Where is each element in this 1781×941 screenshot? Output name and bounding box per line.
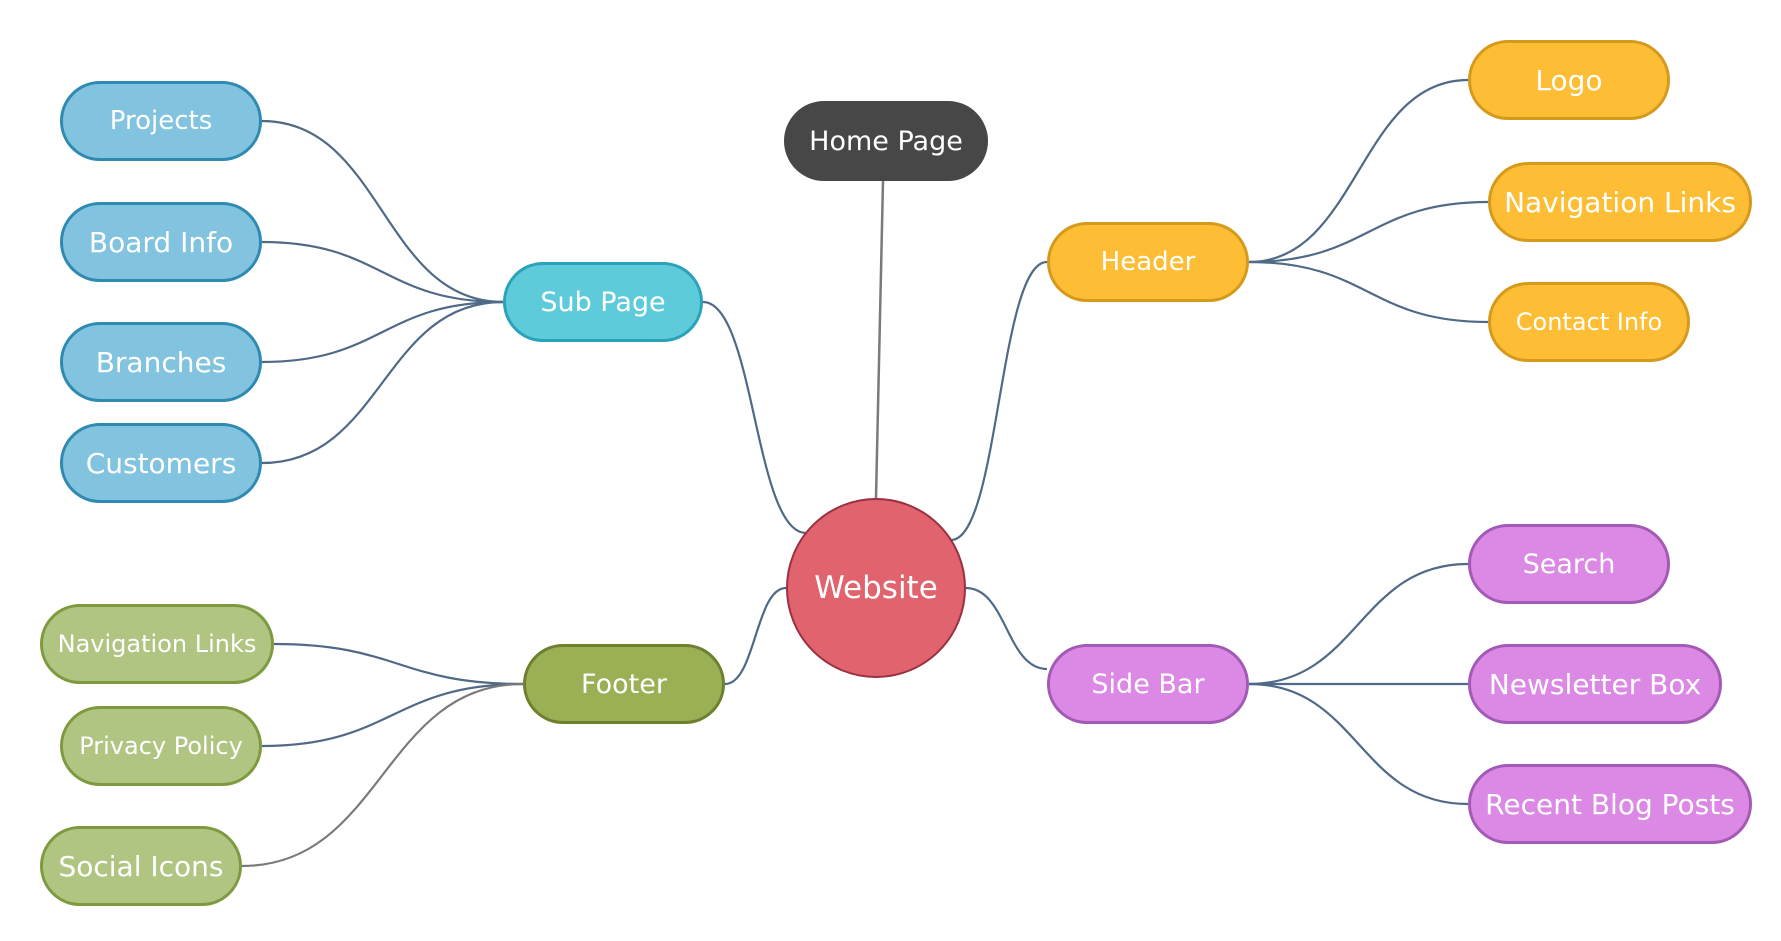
node-label: Contact Info [1515,308,1663,336]
node-website[interactable]: Website [786,498,966,678]
node-footer-nav[interactable]: Navigation Links [40,604,274,684]
connector-home [874,180,885,499]
connector-logo [1248,78,1469,264]
node-label: Recent Blog Posts [1485,787,1735,821]
connector-social [241,682,524,868]
node-privacy[interactable]: Privacy Policy [60,706,262,786]
node-label: Board Info [88,225,234,259]
node-label: Social Icons [58,849,224,883]
node-home[interactable]: Home Page [784,101,988,181]
node-projects[interactable]: Projects [60,81,262,161]
connector-footer-nav [273,642,524,686]
node-logo[interactable]: Logo [1468,40,1670,120]
node-customers[interactable]: Customers [60,423,262,503]
node-label: Logo [1535,63,1603,97]
node-label: Navigation Links [1504,185,1736,219]
node-label: Privacy Policy [79,732,243,760]
connector-blog [1248,682,1469,806]
connector-branches [261,300,504,364]
node-label: Home Page [809,125,963,157]
connector-subpage [702,300,807,535]
node-contact[interactable]: Contact Info [1488,282,1690,362]
connector-privacy [261,682,524,748]
node-label: Header [1100,247,1196,277]
node-label: Branches [95,345,227,379]
connector-sidebar [965,586,1048,671]
node-sidebar[interactable]: Side Bar [1047,644,1249,724]
node-label: Sub Page [540,286,666,318]
node-board-info[interactable]: Board Info [60,202,262,282]
node-blog[interactable]: Recent Blog Posts [1468,764,1752,844]
node-branches[interactable]: Branches [60,322,262,402]
node-header[interactable]: Header [1047,222,1249,302]
connector-header [950,260,1048,542]
node-label: Website [814,570,938,606]
node-label: Projects [109,106,213,136]
node-newsletter[interactable]: Newsletter Box [1468,644,1722,724]
node-header-nav[interactable]: Navigation Links [1488,162,1752,242]
node-label: Side Bar [1091,668,1205,700]
node-label: Search [1522,548,1616,580]
node-search[interactable]: Search [1468,524,1670,604]
node-social[interactable]: Social Icons [40,826,242,906]
node-label: Navigation Links [57,630,257,658]
connector-projects [261,119,504,304]
connector-customers [261,300,504,465]
node-footer[interactable]: Footer [523,644,725,724]
connector-contact [1248,260,1489,324]
node-label: Customers [85,446,237,480]
node-label: Newsletter Box [1488,667,1702,701]
node-label: Footer [581,668,667,700]
connector-board-info [261,240,504,304]
connector-header-nav [1248,200,1489,264]
connector-search [1248,562,1469,686]
node-subpage[interactable]: Sub Page [503,262,703,342]
connector-footer [724,586,787,686]
